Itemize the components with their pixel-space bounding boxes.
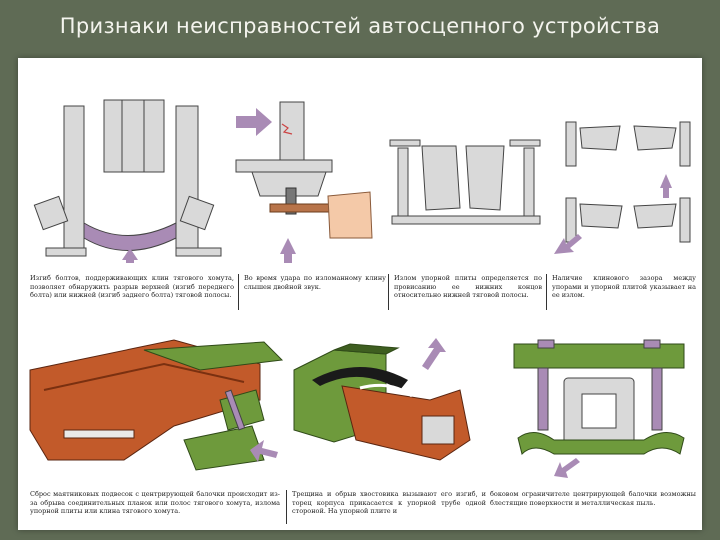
illustration-shank-crack xyxy=(290,330,486,480)
slide-title: Признаки неисправностей автосцепного уст… xyxy=(0,6,720,46)
divider xyxy=(388,274,389,310)
caption-hammer-test: Во время удара по изломанному клину слыш… xyxy=(244,274,386,314)
caption-pendulum-hangers: Сброс маятниковых подвесок с центрирующе… xyxy=(30,490,280,528)
poster: Изгиб болтов, поддерживающих клин тягово… xyxy=(18,58,702,530)
illustration-bent-bolts xyxy=(26,88,226,263)
illustration-centering-beam xyxy=(494,330,698,480)
divider xyxy=(286,490,287,524)
caption-bent-bolts: Изгиб болтов, поддерживающих клин тягово… xyxy=(30,274,234,314)
divider xyxy=(546,274,547,310)
caption-wedge-gap: Наличие клинового зазора между упорами и… xyxy=(552,274,696,314)
bent-bolts-drawing xyxy=(26,88,226,263)
illustration-pendulum-hangers xyxy=(24,330,286,480)
wedge-gap-drawing xyxy=(550,88,700,263)
illustration-wedge-gap xyxy=(550,88,700,263)
caption-shank-crack: Трещина и обрыв хвостовика вызывают его … xyxy=(292,490,486,528)
broken-plate-drawing xyxy=(386,88,546,263)
caption-centering-beam: боковом ограничителе центрирующей балочк… xyxy=(490,490,696,528)
illustration-hammer-test xyxy=(230,88,380,263)
centering-beam-drawing xyxy=(494,330,698,480)
caption-broken-plate: Излом упорной плиты определяется по пров… xyxy=(394,274,542,314)
hammer-test-drawing xyxy=(230,88,380,263)
shank-crack-drawing xyxy=(290,330,486,480)
pendulum-hangers-drawing xyxy=(24,330,286,480)
divider xyxy=(238,274,239,310)
illustration-broken-plate xyxy=(386,88,546,263)
